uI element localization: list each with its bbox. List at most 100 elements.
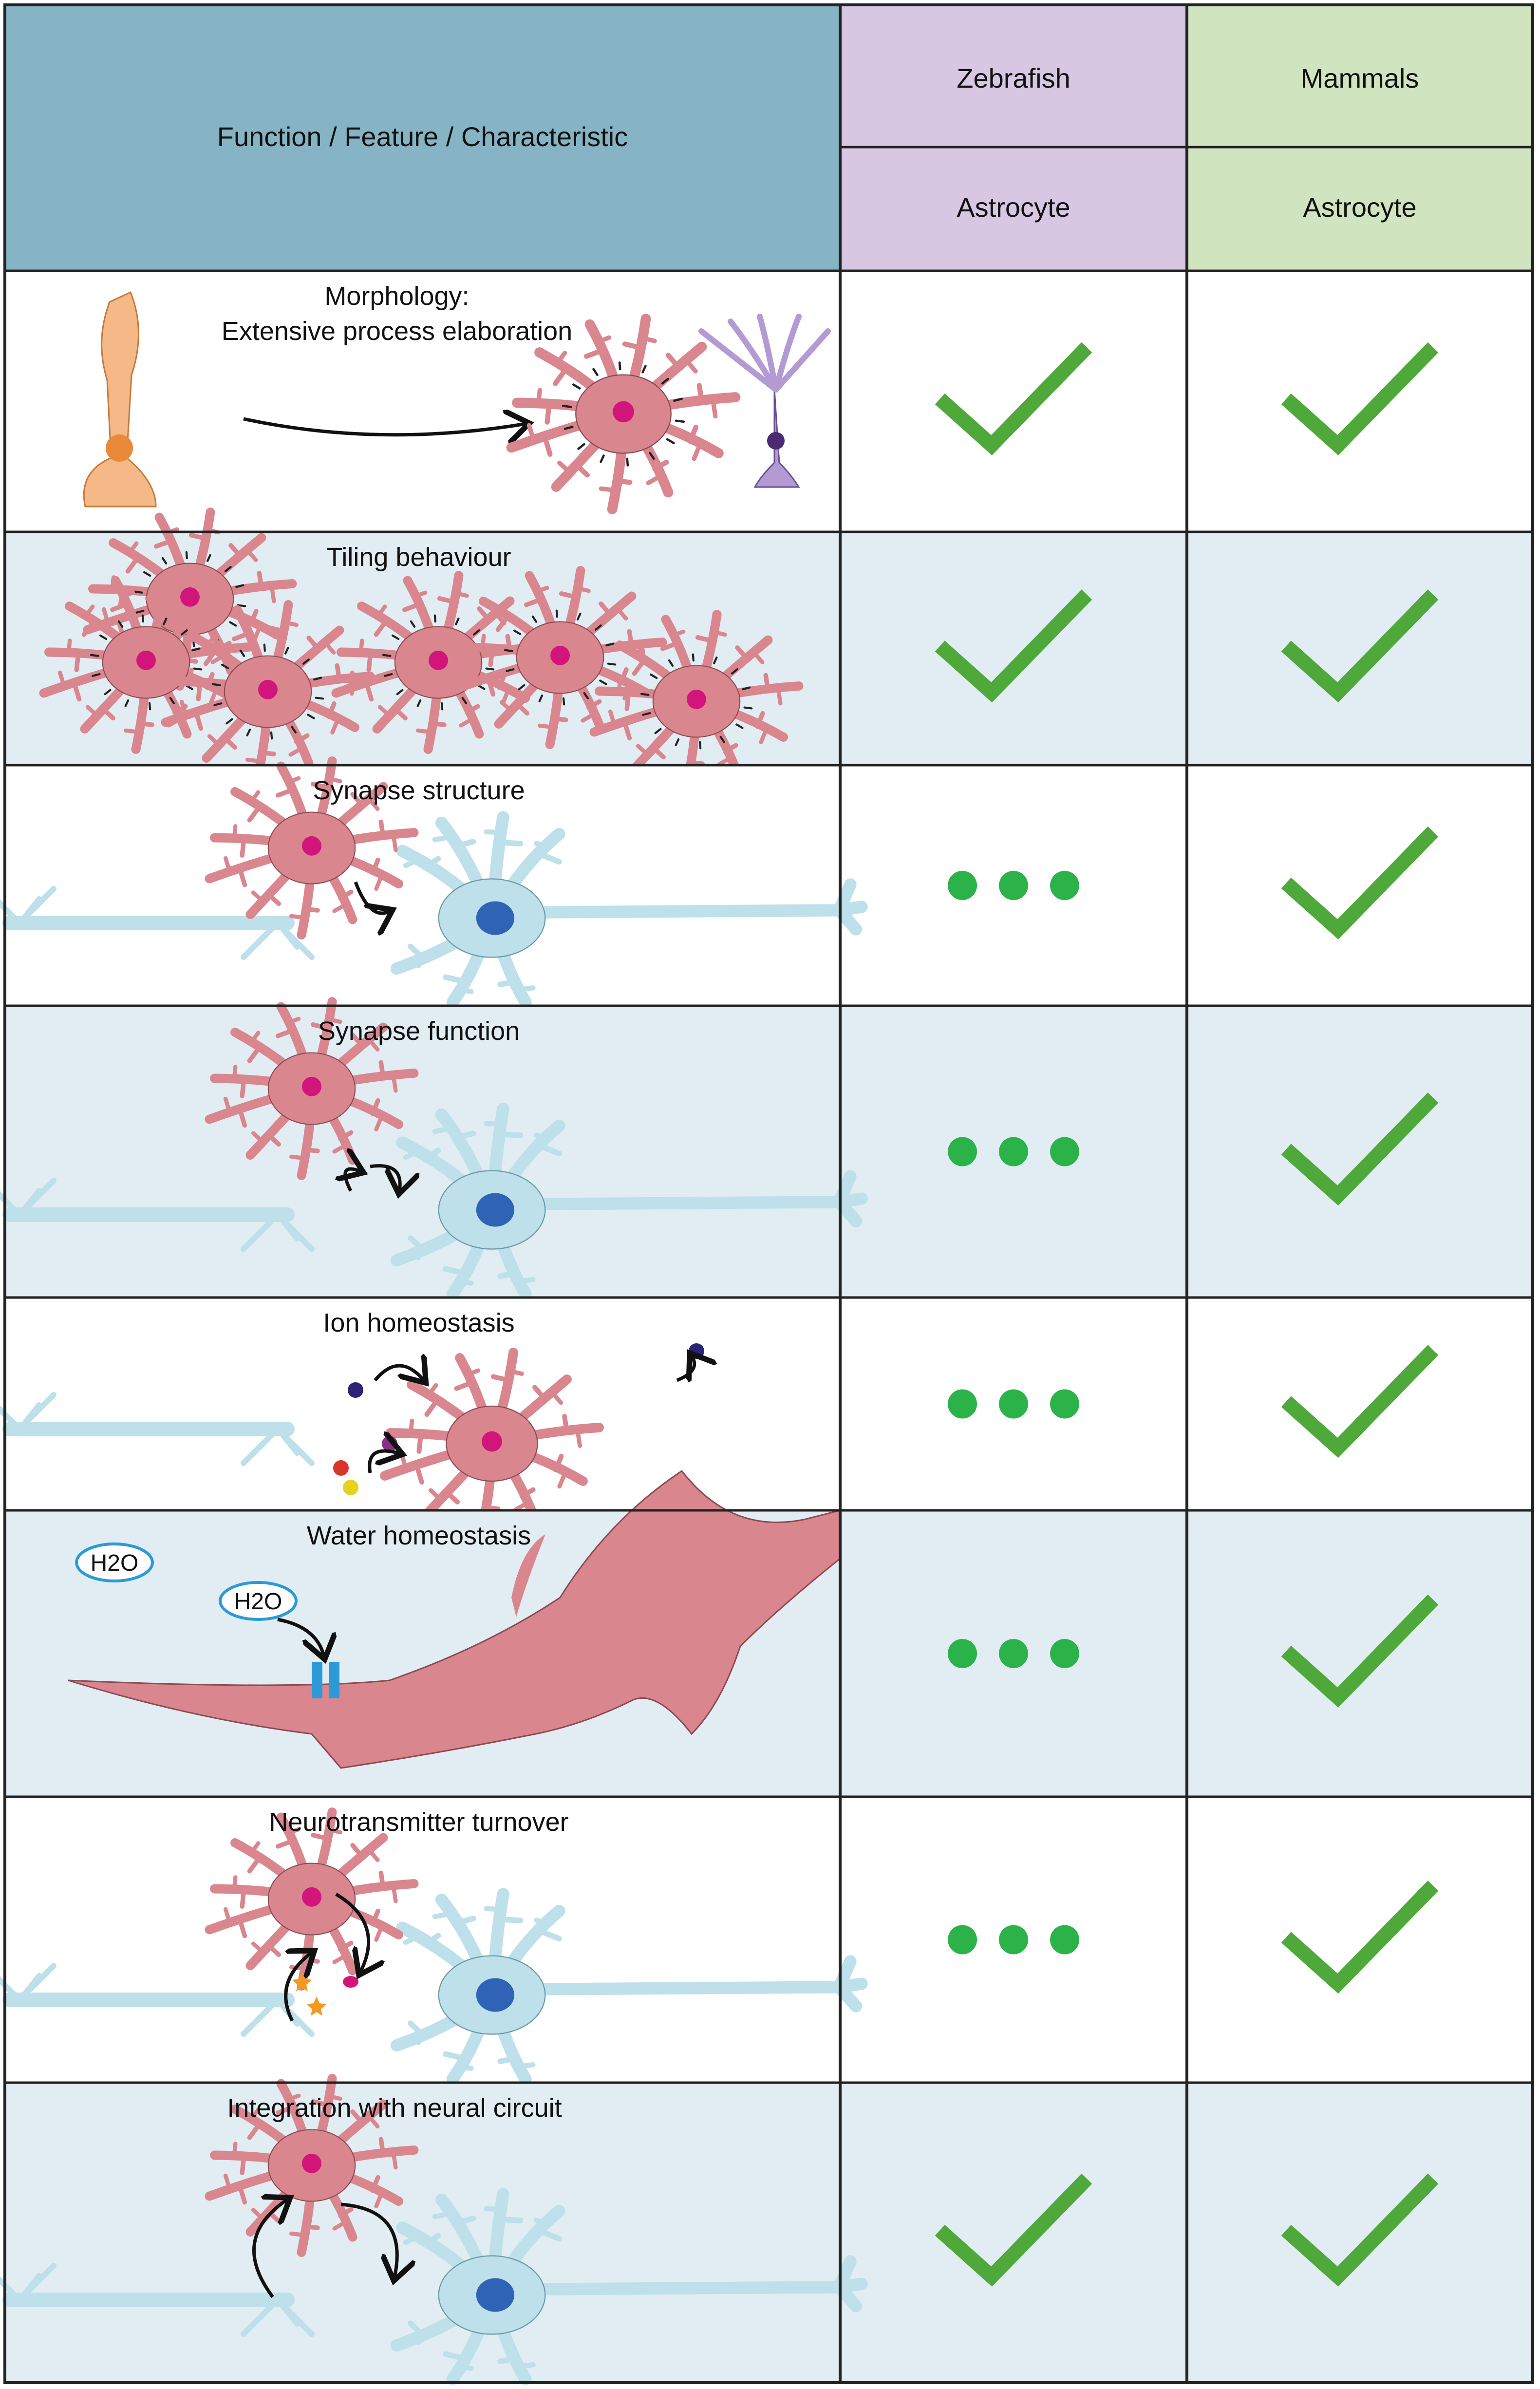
ellipsis-dots-icon <box>948 871 1079 900</box>
cell-type-mammals: Astrocyte <box>1303 192 1416 223</box>
checkmark-icon <box>1281 1345 1439 1458</box>
row-background <box>5 271 1533 532</box>
row-background <box>5 765 1533 1006</box>
table-row: Synapse structure <box>0 756 1533 1009</box>
checkmark-icon <box>1281 1594 1439 1708</box>
table-row: Morphology: Extensive process elaboration <box>5 271 1533 532</box>
illustration-tiling-astrocytes <box>39 508 804 793</box>
astrocyte-endfoot-icon <box>68 1469 841 1769</box>
cell-type-zebrafish: Astrocyte <box>957 192 1070 223</box>
row-title: Extensive process elaboration <box>222 317 572 346</box>
astrocyte-icon <box>589 610 804 793</box>
water-label-2: H2O <box>234 1589 282 1615</box>
astrocyte-nucleus <box>136 650 156 670</box>
illustration-synapse <box>0 997 868 1300</box>
neuron-purple-icon <box>698 314 831 488</box>
curved-arrow-icon <box>354 881 390 913</box>
astrocyte-nucleus <box>613 401 634 423</box>
checkmark-icon <box>1281 1881 1439 1994</box>
row-title: Neurotransmitter turnover <box>269 1807 568 1837</box>
illustration-ions <box>0 1343 704 1540</box>
illustration-circuit <box>0 2074 868 2386</box>
presynaptic-axon <box>0 2263 315 2337</box>
table-row: Neurotransmitter turnover <box>0 1797 1533 2086</box>
illustration-radial-glia-to-astrocyte <box>83 291 831 514</box>
ellipsis-dots-icon <box>948 1639 1079 1668</box>
astrocyte-icon <box>205 997 419 1180</box>
table-row: Synapse function <box>0 997 1533 1300</box>
checkmark-icon <box>1281 589 1439 703</box>
ellipsis-dots-icon <box>948 1137 1079 1166</box>
radial-glia-nucleus <box>106 434 133 462</box>
row-background <box>5 2083 1533 2383</box>
astrocyte-nucleus <box>687 689 706 709</box>
neuron-nucleus <box>476 1193 514 1227</box>
row-title: Morphology: <box>324 282 469 311</box>
table-row: Tiling behaviour <box>5 508 1533 793</box>
curved-arrow-icon <box>284 1953 312 2022</box>
presynaptic-axon <box>0 1392 315 1466</box>
curved-arrow-icon <box>277 1618 324 1656</box>
astrocyte-icon <box>506 314 741 514</box>
neuron-nucleus <box>476 2278 514 2312</box>
astrocyte-nucleus <box>302 1076 321 1096</box>
astrocyte-nucleus <box>302 1887 321 1907</box>
table-row: Ion homeostasis <box>0 1298 1533 1540</box>
table-body: Morphology: Extensive process elaboration… <box>0 271 1533 2386</box>
species-header-mammals <box>1187 5 1533 271</box>
illustration-synapse <box>0 756 868 1009</box>
astrocyte-nucleus <box>482 1431 502 1452</box>
row-title: Synapse function <box>318 1016 520 1046</box>
neurotransmitter-stars-icon <box>292 1972 326 2016</box>
water-label-1: H2O <box>91 1550 139 1576</box>
astrocyte-icon <box>161 600 375 783</box>
astrocyte-nucleus <box>302 2153 321 2173</box>
curved-arrow-icon <box>676 1356 695 1380</box>
table-row: H2O H2O Water homeostasis <box>5 1469 1533 1797</box>
row-background <box>5 1298 1533 1510</box>
curved-arrow-icon <box>243 419 526 435</box>
astrocyte-nucleus <box>180 587 200 607</box>
ellipsis-dots-icon <box>948 1925 1079 1955</box>
astrocyte-nucleus <box>550 645 570 665</box>
neuron-nucleus <box>476 1978 514 2012</box>
astrocyte-nucleus <box>302 836 321 856</box>
row-title: Synapse structure <box>313 776 525 805</box>
radial-glia-icon <box>83 291 157 508</box>
astrocyte-nucleus <box>258 679 278 699</box>
row-title: Ion homeostasis <box>323 1308 514 1337</box>
astrocyte-icon <box>380 1348 604 1540</box>
table-row: Integration with neural circuit <box>0 2074 1533 2386</box>
astrocyte-icon <box>205 2074 419 2257</box>
vesicle-icon <box>343 1976 358 1988</box>
neuron-nucleus <box>476 901 514 935</box>
row-title: Tiling behaviour <box>326 543 511 572</box>
curved-arrow-icon <box>345 1169 360 1192</box>
checkmark-icon <box>1281 342 1439 455</box>
table-border <box>3 3 1534 2384</box>
checkmark-icon <box>1281 1092 1439 1206</box>
neuron-icon <box>390 811 868 1009</box>
curved-arrow-icon <box>340 2202 397 2277</box>
curved-arrow-icon <box>374 1366 424 1380</box>
curved-arrow-icon <box>370 1164 400 1191</box>
species-name-zebrafish: Zebrafish <box>957 63 1070 94</box>
checkmark-icon <box>935 589 1092 703</box>
neuron-icon <box>390 2188 868 2386</box>
curved-arrow-icon <box>252 2200 287 2298</box>
neuron-icon <box>390 1103 868 1300</box>
presynaptic-axon <box>0 886 315 960</box>
table-grid <box>3 3 1534 2384</box>
row-title: Water homeostasis <box>307 1521 531 1550</box>
astrocyte-icon <box>205 1807 419 1991</box>
row-background <box>5 1006 1533 1298</box>
checkmark-icon <box>1281 826 1439 940</box>
water-molecule-label: H2O <box>219 1581 298 1621</box>
water-molecule-label: H2O <box>75 1543 154 1582</box>
ellipsis-dots-icon <box>948 1389 1079 1419</box>
table-header: Function / Feature / CharacteristicZebra… <box>5 5 1533 271</box>
checkmark-icon <box>935 342 1092 455</box>
species-header-zebrafish <box>840 5 1187 271</box>
astrocyte-nucleus <box>429 650 448 670</box>
